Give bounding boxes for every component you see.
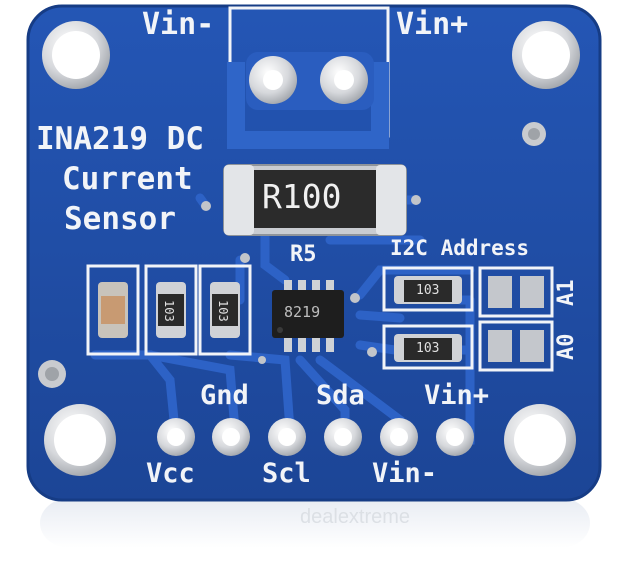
watermark: dealextreme — [300, 506, 411, 528]
ic-marking: 8219 — [284, 303, 321, 321]
shunt-resistor — [223, 164, 407, 236]
shunt-refdes: R5 — [290, 242, 317, 267]
board-title-line3: Sensor — [64, 201, 176, 237]
resistor-marking-4: 103 — [416, 341, 440, 356]
addr-label-a0: A0 — [554, 333, 579, 361]
board-title-line1: INA219 DC — [36, 121, 204, 157]
shunt-marking: R100 — [262, 177, 342, 216]
pin-label-sda: Sda — [316, 380, 365, 411]
label-vin-minus-top: Vin- — [142, 7, 215, 42]
mounting-holes — [42, 21, 580, 476]
smd-components-left — [86, 264, 252, 356]
addr-label-a1: A1 — [554, 279, 579, 307]
address-section — [382, 266, 554, 372]
ina219-ic — [272, 280, 344, 352]
header-pins — [157, 418, 474, 456]
pin-label-gnd: Gnd — [200, 380, 249, 411]
pin-label-vcc: Vcc — [146, 458, 195, 489]
resistor-marking-3: 103 — [416, 283, 440, 298]
resistor-marking-2: 103 — [216, 300, 230, 322]
label-vin-plus-top: Vin+ — [396, 7, 469, 42]
resistor-marking-1: 103 — [162, 300, 176, 322]
board-reflection — [40, 498, 590, 548]
vias — [201, 195, 421, 364]
board-title-line2: Current — [62, 161, 193, 197]
pin-label-scl: Scl — [262, 458, 311, 489]
pin-label-vin-plus: Vin+ — [424, 380, 490, 411]
i2c-address-heading: I2C Address — [390, 236, 530, 260]
pin-label-vin-minus: Vin- — [372, 458, 438, 489]
